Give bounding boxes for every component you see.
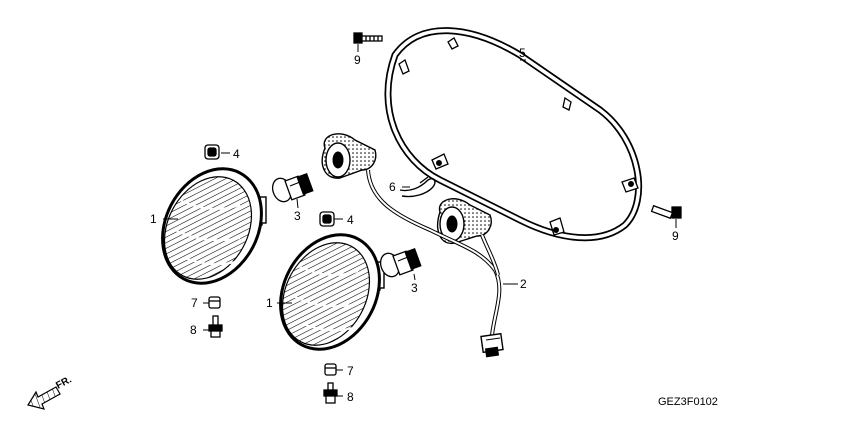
grommet-lower: [319, 211, 335, 227]
headlight-left: [161, 167, 267, 285]
direction-label: FR.: [54, 374, 74, 391]
callout-5: 5: [519, 46, 526, 60]
grommet-upper: [204, 144, 220, 160]
nut-left: [208, 296, 221, 309]
wire-harness: [321, 133, 504, 358]
bulb-lower: [379, 247, 422, 278]
callout-9-top: 9: [354, 53, 361, 67]
callout-1-lower: 1: [266, 296, 273, 310]
callout-4-lower: 4: [347, 213, 354, 227]
callout-6: 6: [389, 180, 396, 194]
callout-7-right: 7: [347, 364, 354, 378]
callout-2: 2: [520, 277, 527, 291]
arrow-icon: [27, 386, 61, 410]
harness-clip: [399, 176, 436, 198]
bulb-upper: [271, 172, 314, 203]
leader-lines: [163, 44, 677, 397]
bolt-top: [353, 32, 383, 44]
callout-1-upper: 1: [150, 212, 157, 226]
callout-4-upper: 4: [233, 147, 240, 161]
callout-3-lower: 3: [411, 281, 418, 295]
diagram-code: GEZ3F0102: [658, 396, 718, 408]
front-direction-arrow: FR.: [27, 374, 74, 410]
headlight-frame: [384, 27, 643, 242]
callout-8-right: 8: [347, 390, 354, 404]
callout-3-upper: 3: [294, 209, 301, 223]
screw-left: [208, 315, 223, 338]
nut-right: [324, 363, 337, 376]
callout-9-right: 9: [672, 229, 679, 243]
callouts: 1 1 2 3 3 4 4 5 6 7 7 8 8 9 9: [150, 46, 679, 404]
callout-7-left: 7: [191, 296, 198, 310]
headlight-right: [279, 233, 385, 351]
screw-right: [323, 382, 338, 404]
callout-8-left: 8: [190, 323, 197, 337]
bolt-right: [650, 204, 682, 220]
